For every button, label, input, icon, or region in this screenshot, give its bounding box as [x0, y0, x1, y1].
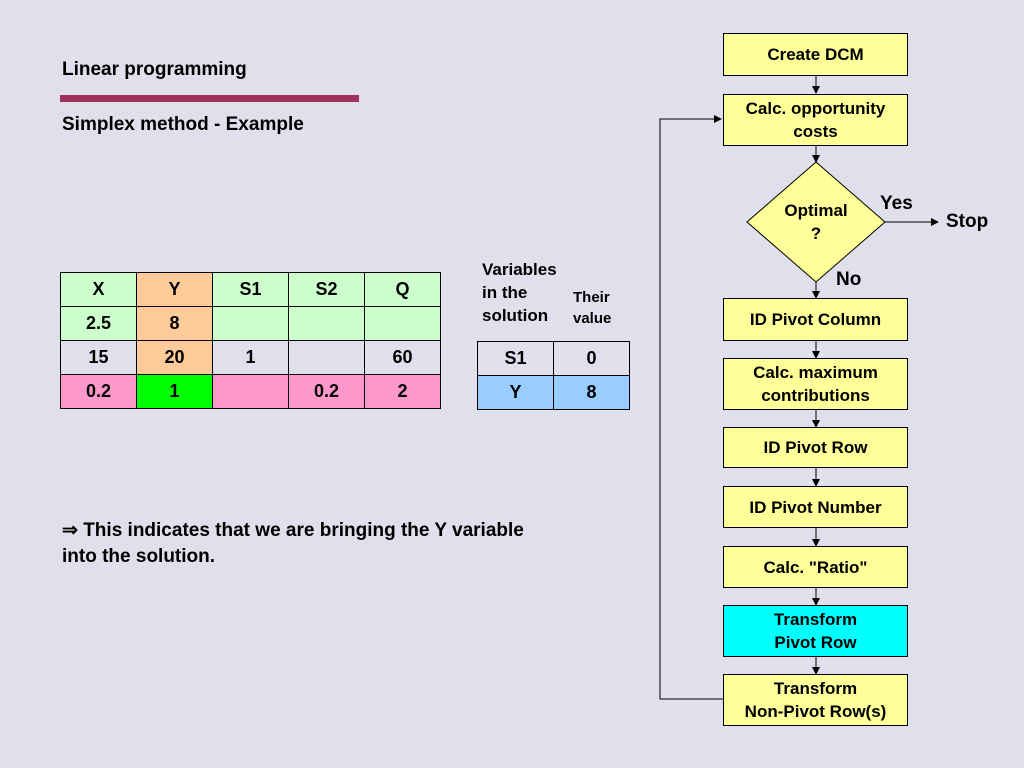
header-cell-s2: S2 — [288, 272, 365, 307]
optimal-decision-diamond — [746, 161, 886, 283]
no-label: No — [836, 269, 862, 290]
table-cell: 8 — [136, 306, 213, 341]
table-cell — [212, 374, 289, 409]
id-pivot-row-box: ID Pivot Row — [723, 427, 908, 468]
table-cell — [212, 306, 289, 341]
table-cell: 1 — [212, 340, 289, 375]
slide-title: Linear programming — [62, 59, 247, 80]
id-pivot-number-box: ID Pivot Number — [723, 486, 908, 528]
table-cell: 60 — [364, 340, 441, 375]
table-cell: 0.2 — [60, 374, 137, 409]
table-cell: 0.2 — [288, 374, 365, 409]
table-cell: 0 — [553, 341, 630, 376]
optimal-question-label: Optimal ? — [784, 201, 848, 243]
their-value-label: Their value — [573, 289, 612, 327]
table-row-pivot: 0.2 1 0.2 2 — [60, 374, 441, 409]
table-cell: 15 — [60, 340, 137, 375]
create-dcm-box: Create DCM — [723, 33, 908, 76]
table-cell: 20 — [136, 340, 213, 375]
header-cell-s1: S1 — [212, 272, 289, 307]
stop-label: Stop — [946, 211, 989, 232]
table-cell — [288, 306, 365, 341]
implies-arrow-icon: ⇒ — [62, 520, 78, 541]
solution-table: S1 0 Y 8 — [477, 341, 630, 410]
note-text: This indicates that we are bringing the … — [62, 520, 524, 567]
table-row: 2.5 8 — [60, 306, 441, 341]
table-header-row: X Y S1 S2 Q — [60, 272, 441, 307]
header-cell-x: X — [60, 272, 137, 307]
table-row: 15 20 1 60 — [60, 340, 441, 375]
id-pivot-column-box: ID Pivot Column — [723, 298, 908, 341]
table-cell: Y — [477, 375, 554, 410]
yes-label: Yes — [880, 193, 913, 214]
table-cell — [288, 340, 365, 375]
pivot-number-cell: 1 — [136, 374, 213, 409]
slide-subtitle: Simplex method - Example — [62, 114, 304, 135]
table-cell: 2.5 — [60, 306, 137, 341]
simplex-table: X Y S1 S2 Q 2.5 8 15 20 1 60 0.2 1 0.2 2 — [60, 272, 441, 409]
header-cell-q: Q — [364, 272, 441, 307]
table-cell: 8 — [553, 375, 630, 410]
explanation-note: ⇒ This indicates that we are bringing th… — [62, 518, 542, 570]
title-divider — [60, 95, 359, 102]
variables-in-solution-label: Variables in the solution — [482, 260, 557, 325]
table-row: Y 8 — [477, 375, 630, 410]
calc-ratio-box: Calc. "Ratio" — [723, 546, 908, 588]
table-cell — [364, 306, 441, 341]
table-cell: 2 — [364, 374, 441, 409]
